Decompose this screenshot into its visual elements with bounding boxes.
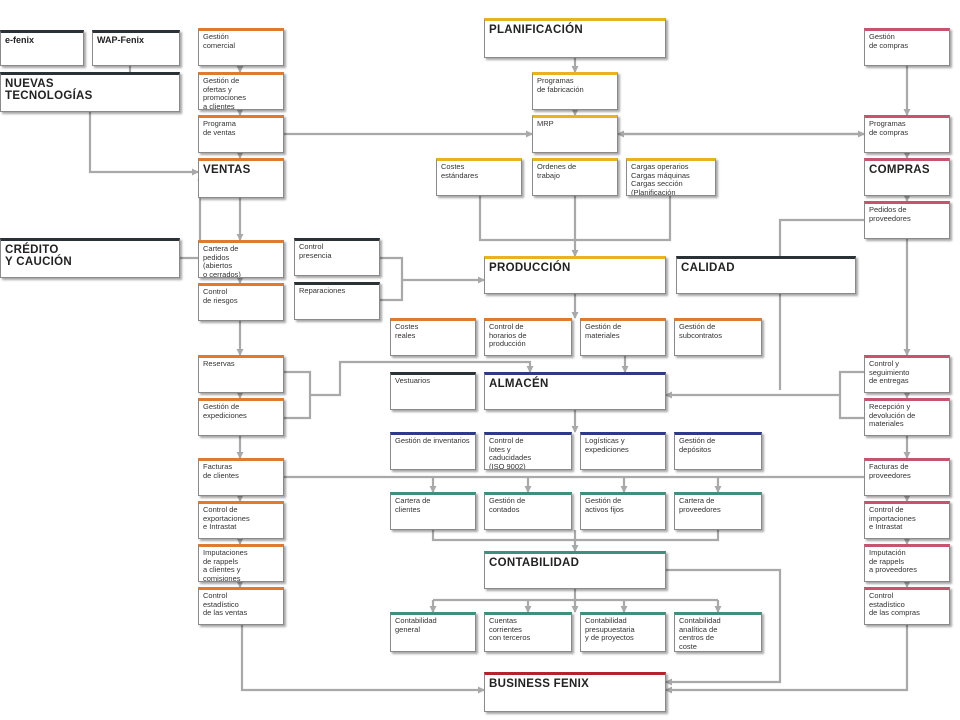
box-gestion-inventarios: Gestión de inventarios	[390, 432, 476, 470]
box-gestion-depositos: Gestión de depósitos	[674, 432, 762, 470]
box-reservas: Reservas	[198, 355, 284, 393]
box-vestuarios: Vestuarios	[390, 372, 476, 410]
box-ordenes-trabajo: Ordenes de trabajo	[532, 158, 618, 196]
box-cuentas-corrientes: Cuentas corrientes con terceros	[484, 612, 572, 652]
connector-line	[778, 218, 864, 390]
box-business-fenix: BUSINESS FENIX	[484, 672, 666, 712]
connector-line	[478, 196, 575, 242]
box-planificacion: PLANIFICACIÓN	[484, 18, 666, 58]
box-facturas-proveedores: Facturas de proveedores	[864, 458, 950, 496]
box-programas-fabricacion: Programas de fabricación	[532, 72, 618, 110]
connector-line	[838, 370, 864, 420]
connector-line	[284, 370, 312, 420]
box-gestion-compras: Gestión de compras	[864, 28, 950, 66]
box-programas-compras: Programas de compras	[864, 115, 950, 153]
box-produccion: PRODUCCIÓN	[484, 256, 666, 294]
box-cartera-pedidos: Cartera de pedidos (abiertos o cerrados)	[198, 240, 284, 278]
box-programa-ventas: Programa de ventas	[198, 115, 284, 153]
connector-line	[240, 625, 485, 694]
box-control-exportaciones: Control de exportaciones e Intrastat	[198, 501, 284, 539]
box-contabilidad-analitica: Contabilidad analítica de centros de cos…	[674, 612, 762, 652]
box-contabilidad-presupuestaria: Contabilidad presupuestaria y de proyect…	[580, 612, 666, 652]
box-gestion-activos: Gestión de activos fijos	[580, 492, 666, 530]
box-imputaciones-rappels: Imputaciones de rappels a clientes y com…	[198, 544, 284, 582]
box-control-presencia: Control presencia	[294, 238, 380, 276]
box-reparaciones: Reparaciones	[294, 282, 380, 320]
box-imputacion-rappels-prov: Imputación de rappels a proveedores	[864, 544, 950, 582]
box-credito-caucion: CRÉDITO Y CAUCIÓN	[0, 238, 180, 278]
box-gestion-subcontratos: Gestión de subcontratos	[674, 318, 762, 356]
box-control-seguimiento: Control y seguimiento de entregas	[864, 355, 950, 393]
box-nuevas-tecnologias: NUEVAS TECNOLOGÍAS	[0, 72, 180, 112]
connector-line	[180, 176, 204, 260]
connector-line	[88, 112, 199, 176]
box-control-riesgos: Control de riesgos	[198, 283, 284, 321]
box-facturas-clientes: Facturas de clientes	[198, 458, 284, 496]
connector-line	[665, 625, 909, 694]
box-efenix: e-fenix	[0, 30, 84, 66]
box-control-estadistico-compras: Control estadístico de las compras	[864, 587, 950, 625]
box-ventas: VENTAS	[198, 158, 284, 198]
connector-line	[310, 360, 534, 397]
box-contabilidad: CONTABILIDAD	[484, 551, 666, 589]
box-mrp: MRP	[532, 115, 618, 153]
box-control-estadistico-ventas: Control estadístico de las ventas	[198, 587, 284, 625]
box-costes-reales: Costes reales	[390, 318, 476, 356]
connector-line	[575, 196, 672, 242]
box-cartera-proveedores: Cartera de proveedores	[674, 492, 762, 530]
box-gestion-comercial: Gestión comercial	[198, 28, 284, 66]
box-contabilidad-general: Contabilidad general	[390, 612, 476, 652]
connector-line	[665, 568, 782, 686]
box-calidad: CALIDAD	[676, 256, 856, 294]
box-gestion-ofertas: Gestión de ofertas y promociones a clien…	[198, 72, 284, 110]
connector-line	[380, 256, 404, 302]
box-recepcion-devolucion: Recepción y devolución de materiales	[864, 398, 950, 436]
box-gestion-materiales: Gestión de materiales	[580, 318, 666, 356]
box-wap-fenix: WAP-Fenix	[92, 30, 180, 66]
box-cargas: Cargas operarios Cargas máquinas Cargas …	[626, 158, 716, 196]
box-gestion-contados: Gestión de contados	[484, 492, 572, 530]
box-cartera-clientes: Cartera de clientes	[390, 492, 476, 530]
box-control-horarios: Control de horarios de producción	[484, 318, 572, 356]
box-control-importaciones: Control de importaciones e Intrastat	[864, 501, 950, 539]
box-costes-estandares: Costes estándares	[436, 158, 522, 196]
box-compras: COMPRAS	[864, 158, 950, 196]
box-almacen: ALMACÉN	[484, 372, 666, 410]
box-gestion-expediciones: Gestión de expediciones	[198, 398, 284, 436]
box-control-lotes: Control de lotes y caducidades (ISO 9002…	[484, 432, 572, 470]
box-logisticas: Logísticas y expediciones	[580, 432, 666, 470]
box-pedidos-proveedores: Pedidos de proveedores	[864, 201, 950, 239]
